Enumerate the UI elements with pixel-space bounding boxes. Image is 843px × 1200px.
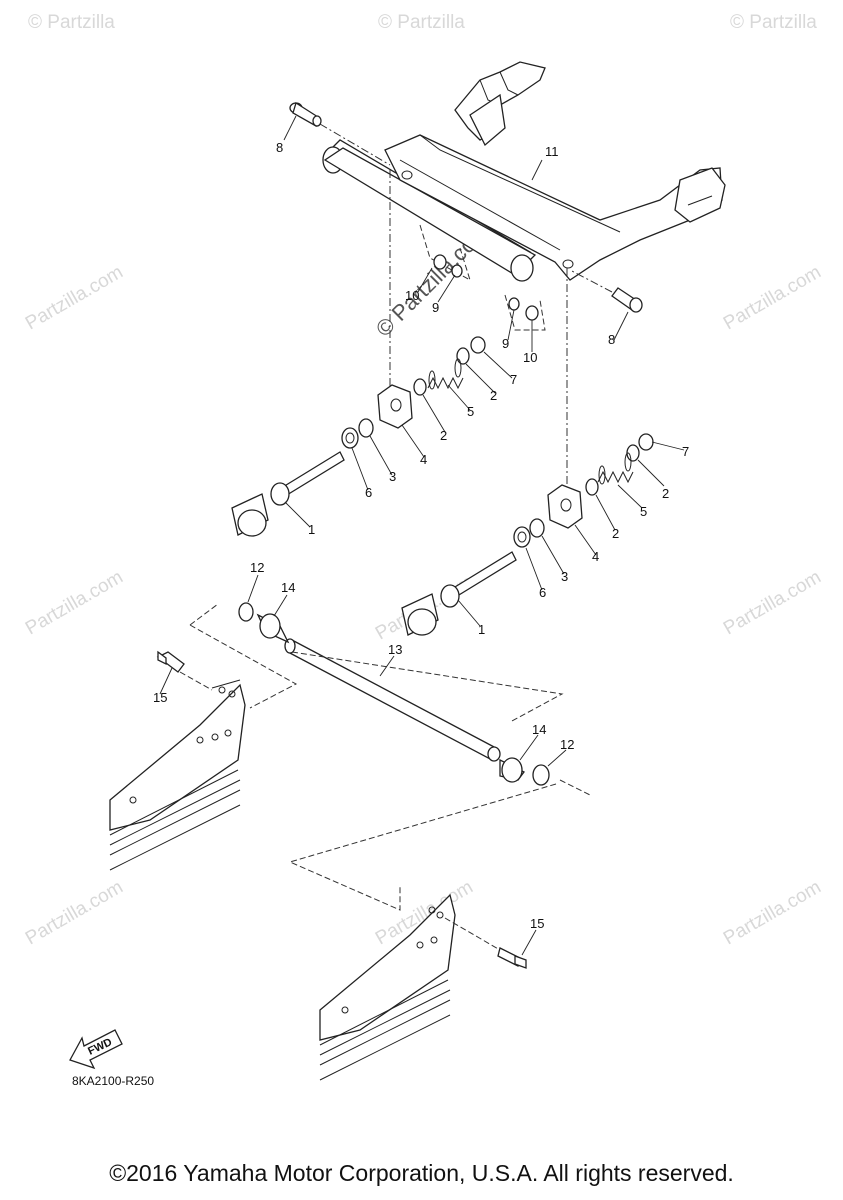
callout-4[interactable]: 4 — [420, 452, 427, 467]
fwd-arrow-icon: FWD — [69, 1029, 123, 1070]
callouts: 8 11 10 9 9 10 8 7 2 5 2 4 3 6 1 7 2 5 2… — [153, 140, 689, 931]
callout-9[interactable]: 9 — [502, 336, 509, 351]
callout-7[interactable]: 7 — [682, 444, 689, 459]
left-arm-assembly — [231, 336, 486, 537]
callout-15[interactable]: 15 — [530, 916, 544, 931]
rail-left — [109, 671, 246, 871]
callout-7[interactable]: 7 — [510, 372, 517, 387]
watermark-corner: © Partzilla — [730, 12, 817, 33]
bolt-8-right — [569, 269, 643, 313]
callout-10[interactable]: 10 — [523, 350, 537, 365]
callout-4[interactable]: 4 — [592, 549, 599, 564]
callout-1[interactable]: 1 — [478, 622, 485, 637]
bolt-15-right — [497, 947, 527, 969]
callout-14[interactable]: 14 — [281, 580, 295, 595]
callout-3[interactable]: 3 — [561, 569, 568, 584]
callout-12[interactable]: 12 — [560, 737, 574, 752]
watermark-corner: © Partzilla — [28, 12, 115, 33]
callout-5[interactable]: 5 — [467, 404, 474, 419]
callout-13[interactable]: 13 — [388, 642, 402, 657]
callout-14[interactable]: 14 — [532, 722, 546, 737]
leader-lines — [159, 115, 685, 956]
diagram-code: 8KA2100-R250 — [72, 1074, 154, 1088]
callout-1[interactable]: 1 — [308, 522, 315, 537]
right-arm-assembly — [401, 433, 654, 636]
washers-9-10 — [419, 224, 546, 331]
callout-5[interactable]: 5 — [640, 504, 647, 519]
callout-8[interactable]: 8 — [276, 140, 283, 155]
bolt-15-left — [156, 650, 185, 673]
watermark-diagonal: Partzilla.com — [720, 567, 825, 640]
copyright-notice: ©2016 Yamaha Motor Corporation, U.S.A. A… — [109, 1160, 734, 1186]
callout-15[interactable]: 15 — [153, 690, 167, 705]
parts-diagram: © Partzilla © Partzilla © Partzilla Part… — [22, 12, 825, 1088]
rail-right — [319, 893, 501, 1081]
callout-2[interactable]: 2 — [440, 428, 447, 443]
callout-2[interactable]: 2 — [662, 486, 669, 501]
callout-2[interactable]: 2 — [490, 388, 497, 403]
callout-2[interactable]: 2 — [612, 526, 619, 541]
bolt-8-upper — [289, 101, 391, 166]
callout-10[interactable]: 10 — [405, 288, 419, 303]
watermark-corner: © Partzilla — [378, 12, 465, 33]
callout-6[interactable]: 6 — [539, 585, 546, 600]
watermark-diagonal: Partzilla.com — [22, 567, 127, 640]
callout-11[interactable]: 11 — [545, 144, 559, 159]
callout-3[interactable]: 3 — [389, 469, 396, 484]
cross-shaft-13 — [189, 602, 591, 911]
frame-assembly — [322, 61, 726, 282]
callout-12[interactable]: 12 — [250, 560, 264, 575]
callout-9[interactable]: 9 — [432, 300, 439, 315]
watermark-diagonal: Partzilla.com — [22, 262, 127, 335]
watermark-diagonal: Partzilla.com — [22, 877, 127, 950]
watermark-diagonal: Partzilla.com — [720, 877, 825, 950]
callout-8[interactable]: 8 — [608, 332, 615, 347]
callout-6[interactable]: 6 — [365, 485, 372, 500]
watermark-diagonal: Partzilla.com — [720, 262, 825, 335]
